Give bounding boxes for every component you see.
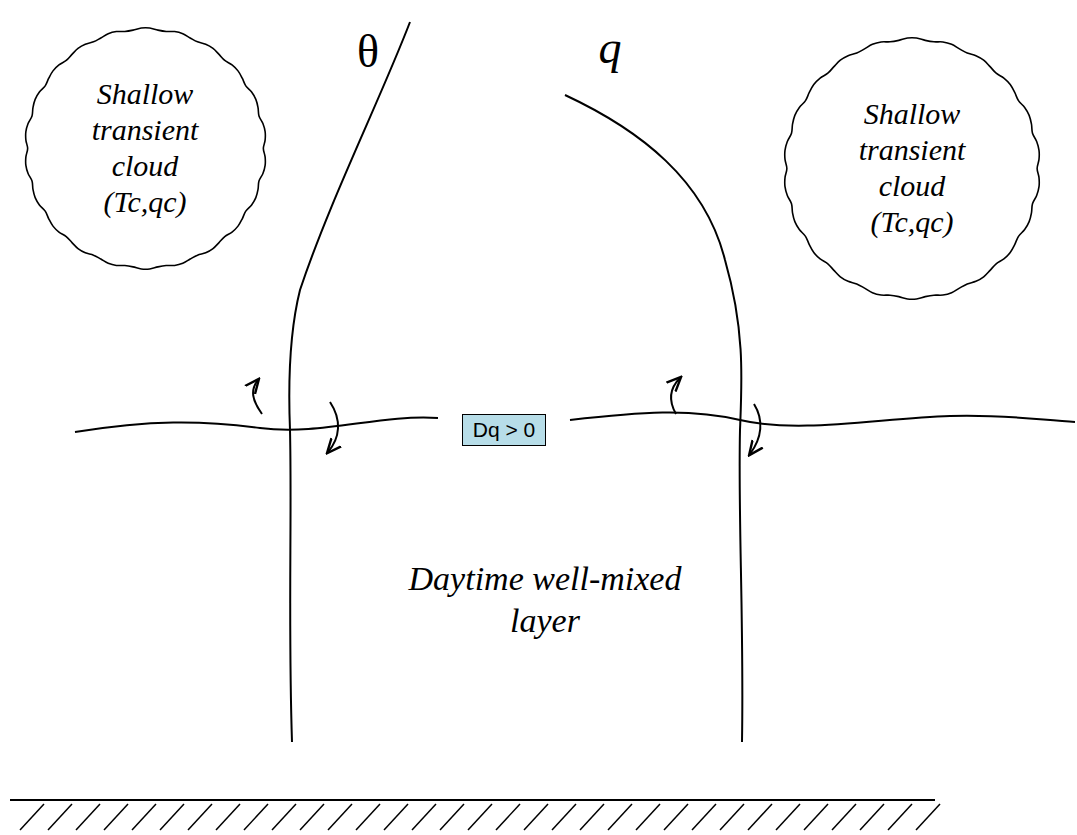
cloud-outline: [777, 31, 1047, 306]
flux-label: Dq > 0: [473, 418, 535, 442]
profile-label: θ: [357, 23, 379, 81]
mixed-layer-top: [75, 412, 1075, 432]
entrainment-arrow: [671, 378, 680, 414]
entrainment-arrow: [750, 404, 760, 454]
cloud-shape: Shallow transient cloud (Tc,qc): [777, 31, 1047, 306]
cloud-border: [785, 37, 1040, 298]
cloud-outline: [18, 21, 273, 276]
entrainment-arrow: [253, 380, 262, 414]
theta-profile: [289, 22, 410, 742]
layer-label: Daytime well-mixed layer: [395, 558, 695, 643]
cloud-border: [25, 27, 265, 269]
entrainment-arrow: [328, 402, 338, 452]
profile-label: q: [599, 19, 622, 77]
ground-hatching: [20, 804, 940, 830]
cloud-shape: Shallow transient cloud (Tc,qc): [18, 21, 273, 276]
cloud-label: Shallow transient cloud (Tc,qc): [847, 96, 977, 240]
cloud-label: Shallow transient cloud (Tc,qc): [80, 76, 210, 220]
flux-box: Dq > 0: [462, 414, 546, 446]
ground-line: [10, 799, 935, 801]
